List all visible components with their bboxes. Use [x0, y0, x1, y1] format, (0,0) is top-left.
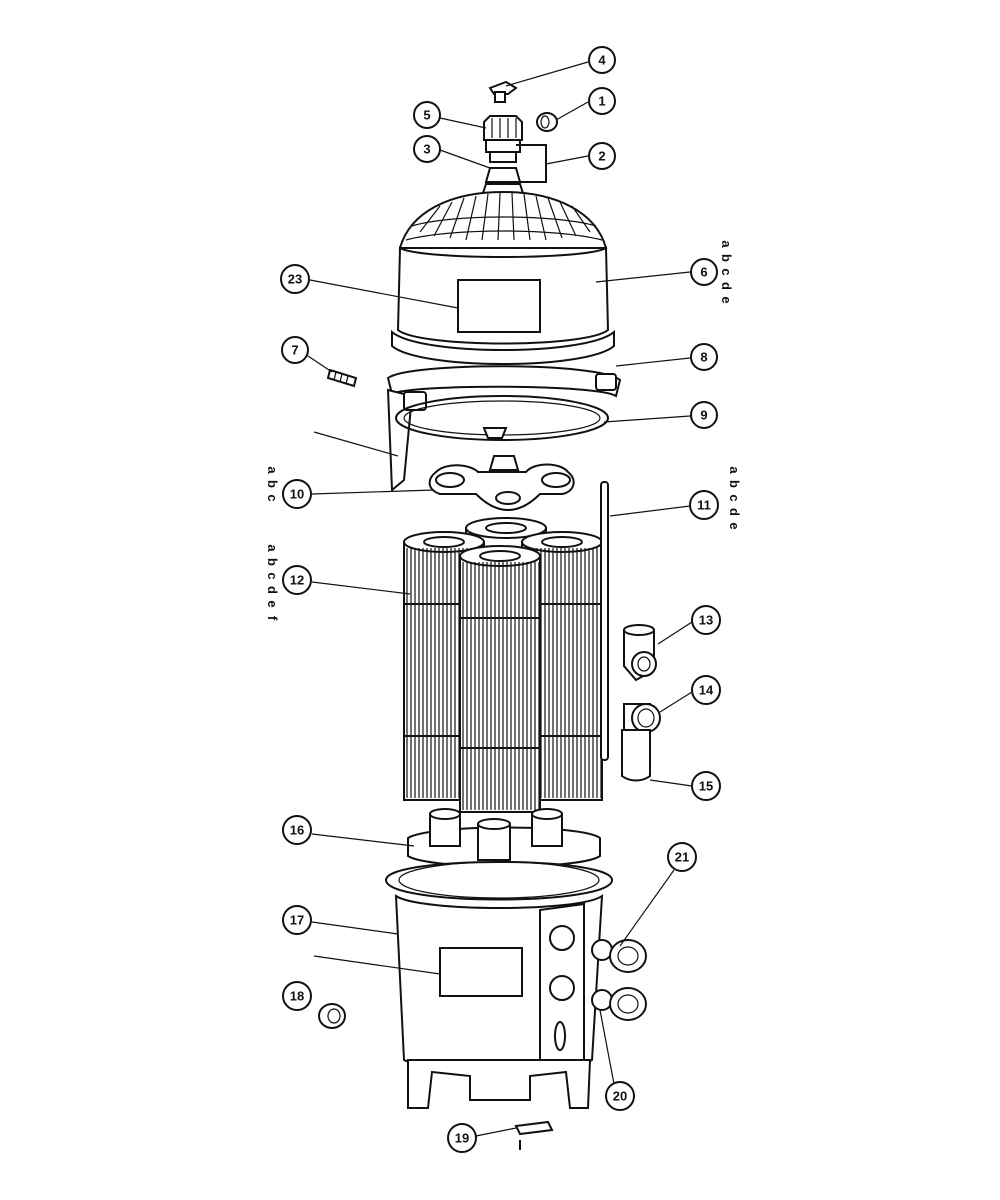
- part-19-clip: [514, 1120, 554, 1150]
- part-1-o-ring: [536, 112, 558, 132]
- tank-label-plate: [439, 947, 523, 997]
- svg-text:2: 2: [598, 149, 605, 164]
- callout-15: 15: [691, 771, 721, 801]
- svg-text:23: 23: [288, 272, 302, 287]
- callout-10: 10: [282, 479, 312, 509]
- callout-21: 21: [667, 842, 697, 872]
- callout-6: 6: [690, 258, 718, 286]
- variant-letter: b: [265, 480, 280, 488]
- variant-letters-10: abc: [265, 466, 280, 501]
- svg-text:20: 20: [613, 1089, 627, 1104]
- variant-letter: b: [727, 480, 742, 488]
- callout-4: 4: [588, 46, 616, 74]
- part-11-air-relief-tube: [600, 481, 609, 761]
- part-5-air-relief-valve-body: [483, 115, 523, 163]
- variant-letter: a: [727, 466, 742, 474]
- callout-18: 18: [282, 981, 312, 1011]
- variant-letter: a: [719, 240, 734, 248]
- callout-16: 16: [282, 815, 312, 845]
- callout-1: 1: [588, 87, 616, 115]
- svg-text:12: 12: [290, 573, 304, 588]
- part-4-air-relief-knob: [488, 80, 518, 103]
- callout-3: 3: [413, 135, 441, 163]
- svg-text:8: 8: [700, 350, 707, 365]
- svg-text:18: 18: [290, 989, 304, 1004]
- part-14-elbow-fitting: [623, 703, 661, 733]
- callout-12: 12: [282, 565, 312, 595]
- variant-letter: b: [719, 254, 734, 262]
- svg-text:21: 21: [675, 850, 689, 865]
- callout-2: 2: [588, 142, 616, 170]
- callout-11: 11: [689, 490, 719, 520]
- leader-lines: [307, 61, 693, 1137]
- part-3-adapter: [484, 167, 522, 183]
- callout-17: 17: [282, 905, 312, 935]
- svg-text:6: 6: [700, 265, 707, 280]
- callout-13: 13: [691, 605, 721, 635]
- svg-text:3: 3: [423, 142, 430, 157]
- part-9-tank-o-ring: [395, 395, 609, 441]
- variant-letter: e: [265, 600, 280, 607]
- variant-letter: f: [265, 616, 280, 621]
- svg-text:14: 14: [699, 683, 714, 698]
- part-15-standpipe: [621, 729, 651, 782]
- variant-letter: d: [265, 586, 280, 594]
- svg-text:4: 4: [598, 53, 606, 68]
- part-16-lower-manifold: [407, 808, 601, 868]
- part-8-clamp-band: [386, 365, 622, 493]
- lid-label-plate: [457, 279, 541, 333]
- variant-letter: c: [727, 494, 742, 501]
- part-12-filter-cartridges: [403, 517, 603, 813]
- part-17-tank-body: [384, 861, 614, 1109]
- callout-9: 9: [690, 401, 718, 429]
- svg-text:17: 17: [290, 913, 304, 928]
- svg-text:9: 9: [700, 408, 707, 423]
- variant-letter: c: [265, 572, 280, 579]
- svg-text:19: 19: [455, 1131, 469, 1146]
- variant-letter: d: [719, 282, 734, 290]
- variant-letter: a: [265, 544, 280, 552]
- callout-5: 5: [413, 101, 441, 129]
- variant-letter: b: [265, 558, 280, 566]
- variant-letter: e: [719, 296, 734, 303]
- part-18-drain-plug: [318, 1003, 346, 1029]
- part-13-elbow: [623, 624, 657, 682]
- cartridge-front: [459, 545, 541, 813]
- variant-letter: c: [719, 268, 734, 275]
- callout-8: 8: [690, 343, 718, 371]
- callout-7: 7: [281, 336, 309, 364]
- callouts: 4 1 5 3 2 23 6 7 8 9 10 11 12 13 14 15 1…: [280, 46, 721, 1153]
- part-21-union-fittings: [591, 939, 647, 1021]
- variant-letter: c: [265, 494, 280, 501]
- svg-text:11: 11: [697, 498, 711, 513]
- callout-23: 23: [280, 264, 310, 294]
- variant-letter: d: [727, 508, 742, 516]
- part-10-upper-manifold: [428, 455, 575, 512]
- svg-text:15: 15: [699, 779, 713, 794]
- callout-19: 19: [447, 1123, 477, 1153]
- variant-letter: a: [265, 466, 280, 474]
- svg-text:7: 7: [291, 343, 298, 358]
- part-6-tank-lid: [391, 183, 615, 365]
- callout-14: 14: [691, 675, 721, 705]
- variant-letter: e: [727, 522, 742, 529]
- callout-20: 20: [605, 1081, 635, 1111]
- svg-text:10: 10: [290, 487, 304, 502]
- svg-text:5: 5: [423, 108, 430, 123]
- svg-text:13: 13: [699, 613, 713, 628]
- svg-text:16: 16: [290, 823, 304, 838]
- part-7-clamp-bolt: [326, 368, 358, 388]
- svg-text:1: 1: [598, 94, 605, 109]
